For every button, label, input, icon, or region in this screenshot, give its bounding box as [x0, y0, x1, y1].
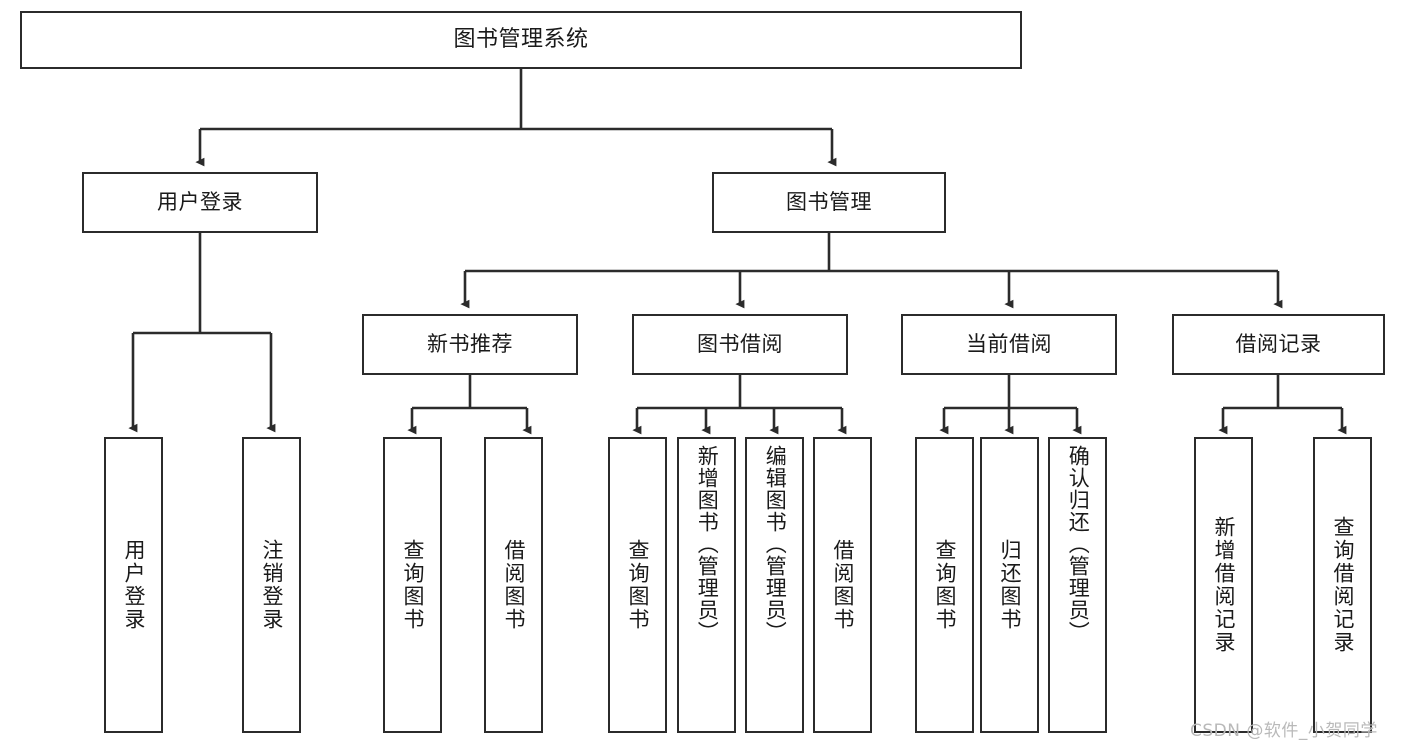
node-leaf-confirm-return[interactable]: 确认归还（管理员）	[1048, 437, 1107, 733]
node-root-system[interactable]: 图书管理系统	[20, 11, 1022, 69]
node-leaf-query-book-3[interactable]: 查询图书	[915, 437, 974, 733]
node-borrow-record[interactable]: 借阅记录	[1172, 314, 1385, 375]
node-label: 归还图书	[997, 539, 1022, 631]
node-leaf-add-book[interactable]: 新增图书（管理员）	[677, 437, 736, 733]
node-label: 确认归还（管理员）	[1066, 445, 1091, 643]
node-current-borrow[interactable]: 当前借阅	[901, 314, 1117, 375]
node-book-management[interactable]: 图书管理	[712, 172, 946, 233]
node-label: 当前借阅	[966, 332, 1052, 357]
csdn-watermark: CSDN @软件_小贺同学	[1190, 721, 1378, 741]
node-leaf-borrow-book-1[interactable]: 借阅图书	[484, 437, 543, 733]
node-label: 图书管理	[786, 190, 872, 215]
node-label: 查询借阅记录	[1330, 516, 1355, 654]
node-label: 用户登录	[157, 190, 243, 215]
node-label: 借阅记录	[1235, 332, 1322, 357]
node-user-login[interactable]: 用户登录	[82, 172, 318, 233]
node-label: 编辑图书（管理员）	[763, 445, 788, 643]
node-new-book-recommend[interactable]: 新书推荐	[362, 314, 578, 375]
node-leaf-return-book[interactable]: 归还图书	[980, 437, 1039, 733]
node-label: 查询图书	[932, 539, 957, 631]
node-leaf-add-record[interactable]: 新增借阅记录	[1194, 437, 1253, 733]
node-leaf-query-record[interactable]: 查询借阅记录	[1313, 437, 1372, 733]
node-label: 新书推荐	[427, 332, 513, 357]
node-label: 查询图书	[625, 539, 650, 631]
node-leaf-query-book-2[interactable]: 查询图书	[608, 437, 667, 733]
node-label: 新增图书（管理员）	[695, 445, 720, 643]
node-label: 新增借阅记录	[1211, 516, 1236, 654]
node-leaf-query-book-1[interactable]: 查询图书	[383, 437, 442, 733]
node-leaf-edit-book[interactable]: 编辑图书（管理员）	[745, 437, 804, 733]
node-label: 借阅图书	[830, 539, 855, 631]
node-label: 图书借阅	[697, 332, 783, 357]
node-label: 借阅图书	[501, 539, 526, 631]
node-book-borrow[interactable]: 图书借阅	[632, 314, 848, 375]
node-label: 查询图书	[400, 539, 425, 631]
node-label: 用户登录	[121, 539, 146, 631]
node-label: 注销登录	[259, 539, 284, 631]
node-leaf-borrow-book-2[interactable]: 借阅图书	[813, 437, 872, 733]
node-label: 图书管理系统	[453, 27, 589, 53]
node-leaf-user-login[interactable]: 用户登录	[104, 437, 163, 733]
node-leaf-logout-login[interactable]: 注销登录	[242, 437, 301, 733]
